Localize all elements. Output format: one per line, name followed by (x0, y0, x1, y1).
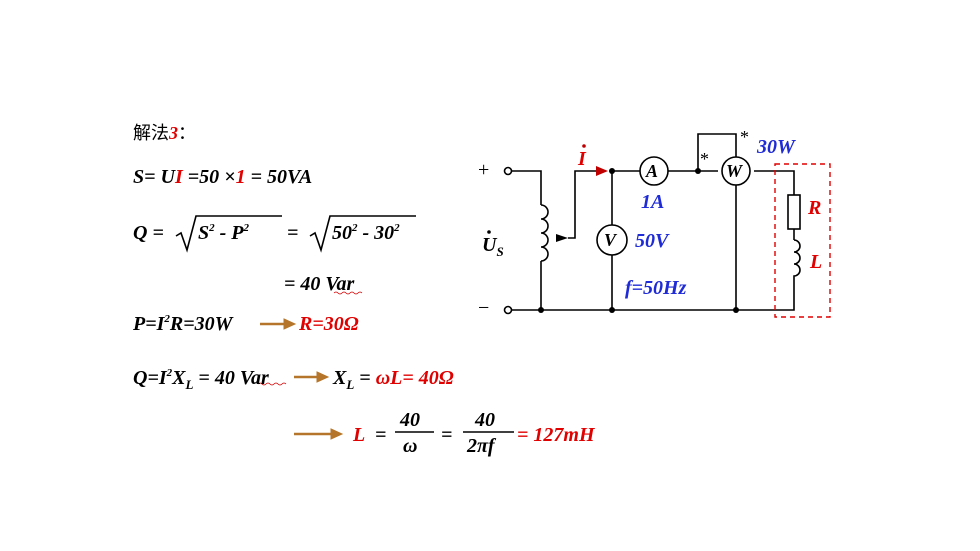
l-result: = 127mH (517, 424, 595, 446)
phasor-dot-i (582, 144, 586, 148)
title-colon: ： (178, 123, 196, 144)
s-mid: =50 × (182, 166, 236, 188)
s-one: 1 (235, 166, 246, 188)
p-rhs: R=30W (169, 313, 233, 335)
q-formula-lhs: Q = (133, 222, 164, 244)
wiper-wire (568, 170, 598, 239)
ammeter-reading: 1A (641, 191, 665, 213)
resistor-label: R (808, 197, 822, 219)
autotransformer-coil (540, 204, 549, 262)
q-p-exp: 2 (243, 222, 250, 234)
s-current: I (174, 166, 183, 188)
radical-sign-2 (309, 215, 416, 253)
xl-value: ωL= 40Ω (375, 367, 454, 389)
wattmeter-link (697, 133, 737, 171)
l-eq2: = (441, 424, 453, 446)
p-lhs: P=I (133, 313, 165, 335)
wire-to-load (754, 170, 795, 195)
apparent-power-line: S= UI =50 ×1 = 50VA (133, 167, 312, 187)
wire-bottom (512, 278, 795, 311)
xl-x: X (333, 367, 347, 389)
q-b-exp: 2 (394, 222, 400, 234)
circuit-diagram (487, 133, 831, 318)
ql-line: Q=I2XL = 40 Var (133, 367, 269, 392)
junction-dot (538, 307, 544, 313)
wiper-arrow-icon (556, 234, 568, 242)
q-s: S (198, 222, 210, 244)
title-text: 解法 (133, 123, 169, 144)
q-p: - P (214, 222, 244, 244)
junction-dot (609, 168, 615, 174)
radical-sign-1 (175, 215, 282, 253)
ql-exp: 2 (166, 367, 173, 379)
voltmeter-label: V (604, 230, 617, 250)
q-a: 50 (332, 222, 352, 244)
ql-x: X (172, 367, 186, 389)
polarity-star-2: * (740, 127, 749, 147)
polarity-star-1: * (700, 149, 709, 169)
q-a-exp: 2 (352, 222, 358, 234)
xl-result: XL = ωL= 40Ω (333, 368, 454, 391)
arrow-1 (260, 318, 297, 330)
s-lhs: S= U (133, 166, 175, 188)
phasor-dot-u (487, 230, 491, 234)
p-line: P=I2R=30W (133, 313, 233, 335)
terminal-bottom (503, 305, 513, 315)
inductor-label: L (810, 251, 823, 273)
wattmeter-reading: 30W (757, 136, 795, 158)
plus-sign: + (478, 159, 490, 181)
junction-dot (733, 307, 739, 313)
xl-eq: = (354, 367, 376, 389)
source-sub: S (496, 244, 504, 259)
arrow-2 (294, 371, 330, 383)
current-label: I (578, 148, 586, 170)
l-den2: 2πf (467, 435, 495, 457)
r-result: R=30Ω (299, 313, 359, 335)
load-box (774, 163, 831, 318)
q-s-exp: 2 (209, 222, 215, 234)
terminal-top (503, 166, 513, 176)
s-rhs: = 50VA (245, 166, 313, 188)
wattmeter-circle (721, 156, 751, 186)
source-label: US (482, 235, 504, 258)
q-b: - 30 (357, 222, 395, 244)
voltmeter-circle (596, 224, 628, 256)
l-symbol: L (353, 424, 366, 446)
var-underline-1 (333, 291, 363, 295)
q-formula-eq: = (287, 222, 299, 244)
wire-source-top (512, 170, 542, 205)
voltmeter-reading: 50V (635, 230, 669, 252)
p-exp: 2 (164, 313, 170, 325)
frequency-label: f=50Hz (625, 277, 687, 299)
minus-sign: − (478, 297, 490, 319)
junction-dot (609, 307, 615, 313)
junction-dot (695, 168, 701, 174)
source-u: U (482, 234, 497, 256)
l-num2: 40 (475, 409, 495, 431)
q-result: = 40 Var (284, 273, 355, 295)
l-num1: 40 (400, 409, 420, 431)
title-number: 3 (169, 123, 178, 143)
q-formula-values: 502 - 302 (332, 222, 400, 244)
ql-rhs: = 40 Var (193, 367, 269, 389)
inductor-coil (793, 239, 801, 278)
current-arrow-icon (596, 166, 608, 176)
var-underline-2 (257, 382, 287, 386)
resistor-body (787, 194, 801, 230)
xl-sub: L (346, 377, 355, 392)
arrow-3 (294, 428, 344, 440)
ammeter-label: A (646, 161, 659, 181)
q-formula-s: S2 - P2 (198, 222, 250, 244)
ql-lhs: Q=I (133, 367, 167, 389)
ql-sub: L (185, 377, 194, 392)
l-den1: ω (403, 435, 418, 457)
ammeter-circle (639, 156, 669, 186)
solution-title: 解法3： (133, 124, 196, 143)
wattmeter-label: W (726, 161, 743, 181)
l-eq1: = (375, 424, 387, 446)
